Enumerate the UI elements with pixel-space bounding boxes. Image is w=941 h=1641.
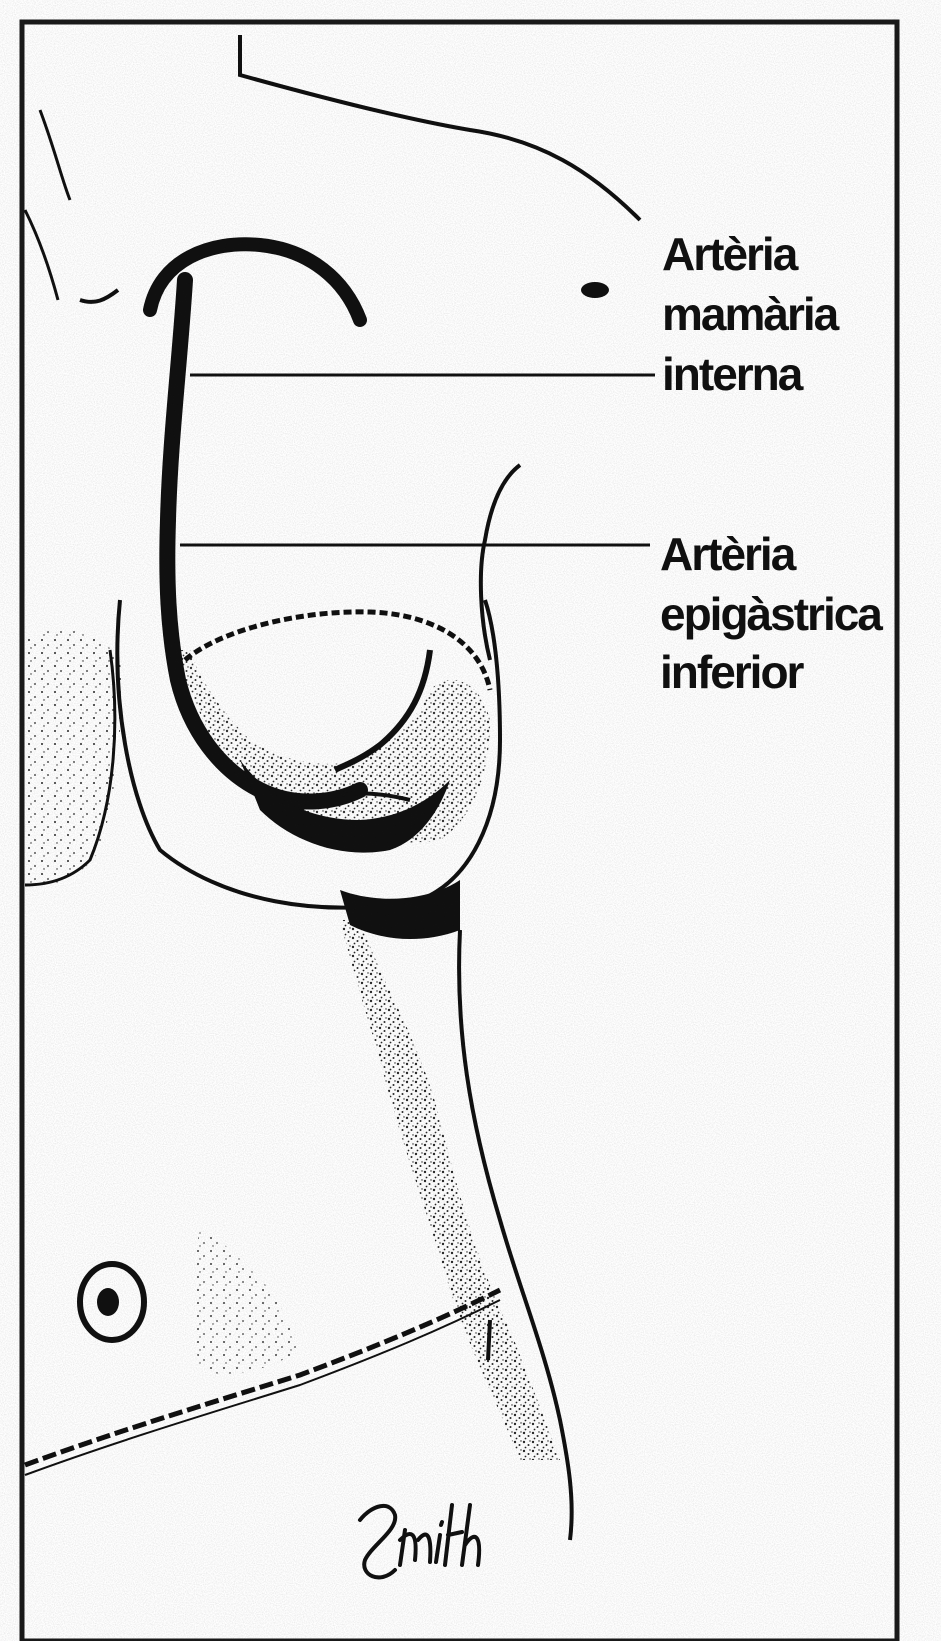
print-grain-overlay — [0, 0, 941, 1641]
anatomical-illustration: Artèria mamària interna Artèria epigàstr… — [0, 0, 941, 1641]
